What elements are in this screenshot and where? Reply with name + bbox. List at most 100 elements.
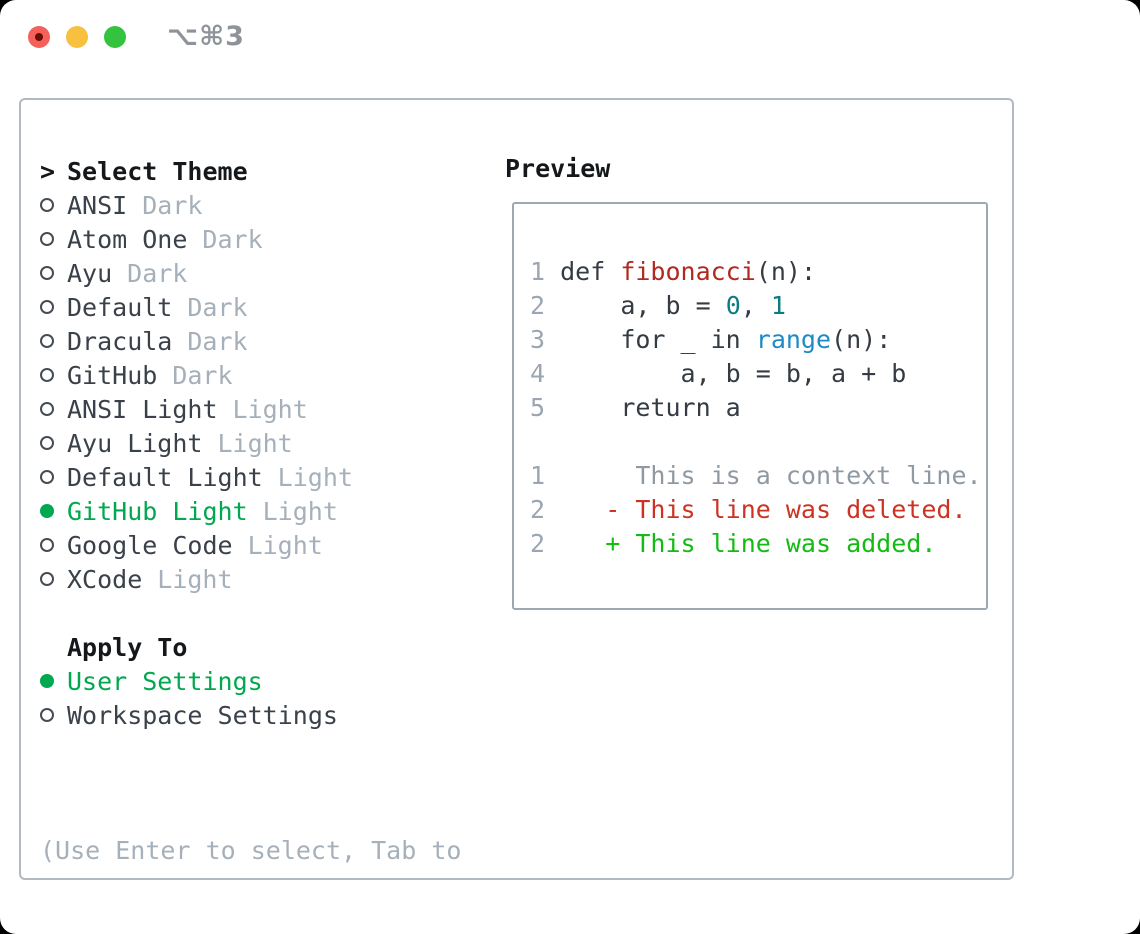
- code-segment-code: (n):: [755, 257, 817, 286]
- theme-option-label: Default Light: [67, 462, 263, 492]
- radio-circle-icon: [40, 436, 54, 450]
- code-segment-del: - This line was deleted.: [560, 495, 967, 524]
- radio-marker: [40, 674, 67, 688]
- window-title: ⌥⌘3: [167, 21, 245, 52]
- radio-marker: [40, 402, 67, 416]
- code-segment-code: a, b = b, a + b: [560, 359, 907, 388]
- code-line: [530, 427, 986, 461]
- theme-list-title: Select Theme: [67, 156, 248, 186]
- code-line: 2 a, b = 0, 1: [530, 291, 986, 325]
- radio-selected-icon: [40, 674, 54, 688]
- code-line: 2 - This line was deleted.: [530, 495, 986, 529]
- chevron-right-icon: >: [40, 156, 56, 186]
- line-number: 1: [530, 257, 561, 286]
- radio-circle-icon: [40, 266, 54, 280]
- radio-marker: [40, 232, 67, 246]
- zoom-button-icon[interactable]: [104, 26, 126, 48]
- code-line: 1 This is a context line.: [530, 461, 986, 495]
- code-line: 1 def fibonacci(n):: [530, 257, 986, 291]
- line-number: 3: [530, 325, 561, 354]
- theme-option-tag: Dark: [172, 360, 233, 390]
- theme-option-tag: Dark: [127, 258, 188, 288]
- theme-option-tag: Dark: [187, 326, 248, 356]
- radio-marker: [40, 708, 67, 722]
- theme-option-label: Atom One: [67, 224, 188, 254]
- radio-marker: [40, 368, 67, 382]
- line-number: 5: [530, 393, 561, 422]
- code-segment-code: (n):: [831, 325, 892, 354]
- theme-option-tag: Dark: [202, 224, 263, 254]
- apply-option-label: Workspace Settings: [67, 700, 338, 730]
- theme-option-github-light[interactable]: GitHub Light Light: [40, 494, 500, 528]
- theme-option-label: Default: [67, 292, 173, 322]
- radio-circle-icon: [40, 572, 54, 586]
- code-segment-code: for _ in: [560, 325, 756, 354]
- code-segment-num: 1: [770, 291, 786, 320]
- code-segment-code: a, b =: [560, 291, 726, 320]
- minimize-button-icon[interactable]: [66, 26, 88, 48]
- apply-option-label: User Settings: [67, 666, 263, 696]
- code-line: 4 a, b = b, a + b: [530, 359, 986, 393]
- theme-option-tag: Light: [277, 462, 353, 492]
- radio-selected-icon: [40, 504, 54, 518]
- code-segment-num: 0: [725, 291, 741, 320]
- radio-circle-icon: [40, 300, 54, 314]
- theme-option-tag: Light: [262, 496, 338, 526]
- apply-to-header: Apply To: [40, 630, 500, 664]
- preview-heading: Preview: [505, 154, 611, 183]
- code-segment-add: + This line was added.: [560, 529, 937, 558]
- radio-marker: [40, 300, 67, 314]
- close-button-icon[interactable]: [28, 26, 50, 48]
- radio-circle-icon: [40, 368, 54, 382]
- radio-marker: [40, 436, 67, 450]
- titlebar: ⌥⌘3: [0, 0, 1140, 75]
- radio-marker: [40, 266, 67, 280]
- theme-option-ayu[interactable]: Ayu Dark: [40, 256, 500, 290]
- radio-marker: [40, 572, 67, 586]
- radio-circle-icon: [40, 334, 54, 348]
- theme-option-label: GitHub Light: [67, 496, 248, 526]
- theme-option-label: Google Code: [67, 530, 233, 560]
- line-number: 4: [530, 359, 561, 388]
- radio-marker: [40, 198, 67, 212]
- radio-marker: [40, 334, 67, 348]
- theme-option-label: Ayu Light: [67, 428, 203, 458]
- theme-option-label: ANSI Light: [67, 394, 218, 424]
- theme-option-default-light[interactable]: Default Light Light: [40, 460, 500, 494]
- radio-circle-icon: [40, 538, 54, 552]
- theme-list-header: > Select Theme: [40, 154, 500, 188]
- apply-option-workspace-settings[interactable]: Workspace Settings: [40, 698, 500, 732]
- code-segment-ctx: This is a context line.: [560, 461, 982, 490]
- theme-option-label: Ayu: [67, 258, 113, 288]
- code-segment-code: return a: [560, 393, 741, 422]
- code-line: 3 for _ in range(n):: [530, 325, 986, 359]
- radio-circle-icon: [40, 470, 54, 484]
- theme-option-github[interactable]: GitHub Dark: [40, 358, 500, 392]
- line-number: 2: [530, 495, 561, 524]
- theme-option-atom-one[interactable]: Atom One Dark: [40, 222, 500, 256]
- radio-circle-icon: [40, 198, 54, 212]
- theme-option-ansi-light[interactable]: ANSI Light Light: [40, 392, 500, 426]
- hint-text: (Use Enter to select, Tab to change focu…: [40, 766, 500, 934]
- radio-marker: [40, 538, 67, 552]
- code-segment-code: def: [560, 257, 621, 286]
- theme-option-tag: Light: [232, 394, 308, 424]
- radio-circle-icon: [40, 232, 54, 246]
- code-segment-code: ,: [740, 291, 771, 320]
- theme-option-label: ANSI: [67, 190, 128, 220]
- prompt-marker: >: [40, 157, 67, 186]
- apply-option-user-settings[interactable]: User Settings: [40, 664, 500, 698]
- traffic-lights: [28, 26, 126, 48]
- theme-option-label: GitHub: [67, 360, 158, 390]
